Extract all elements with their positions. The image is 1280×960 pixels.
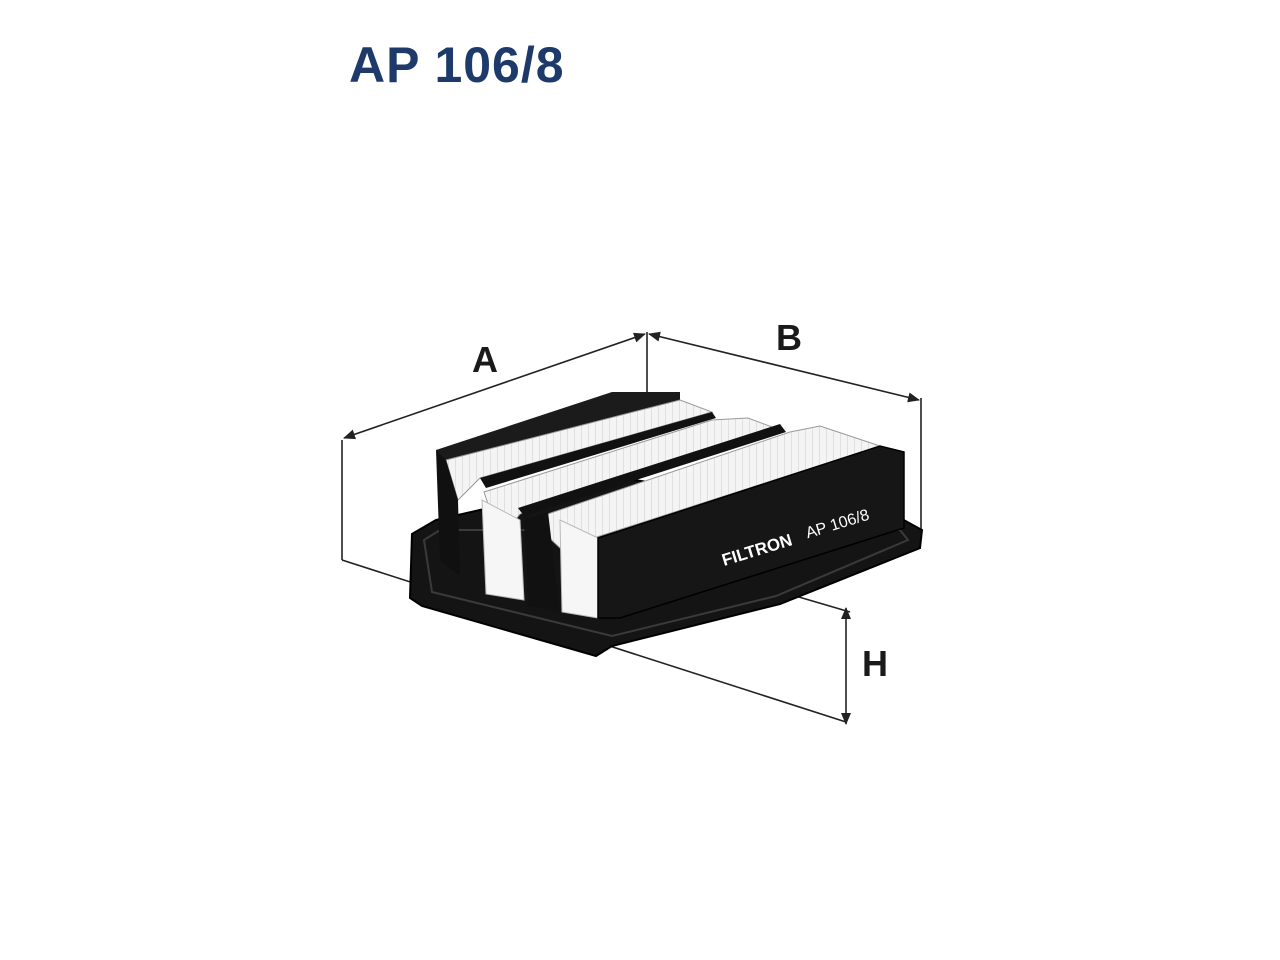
separator-front-1	[524, 512, 560, 612]
dimension-b-arrow	[648, 331, 920, 403]
dimension-b: B	[648, 317, 922, 530]
separator-ridge-2	[518, 424, 786, 516]
dimension-b-label: B	[776, 317, 802, 358]
dimension-a-label: A	[472, 339, 498, 380]
product-title: AP 106/8	[349, 37, 565, 93]
housing-side-panel	[597, 445, 905, 619]
dimension-a: A	[341, 332, 648, 560]
dimension-h-label: H	[862, 643, 888, 684]
separator-left	[436, 450, 460, 576]
media-front-face-1	[481, 499, 525, 601]
air-filter-illustration: FILTRON AP 106/8	[408, 392, 924, 658]
dimension-a-arrow	[343, 332, 646, 440]
separator-ridge-1	[480, 412, 716, 488]
